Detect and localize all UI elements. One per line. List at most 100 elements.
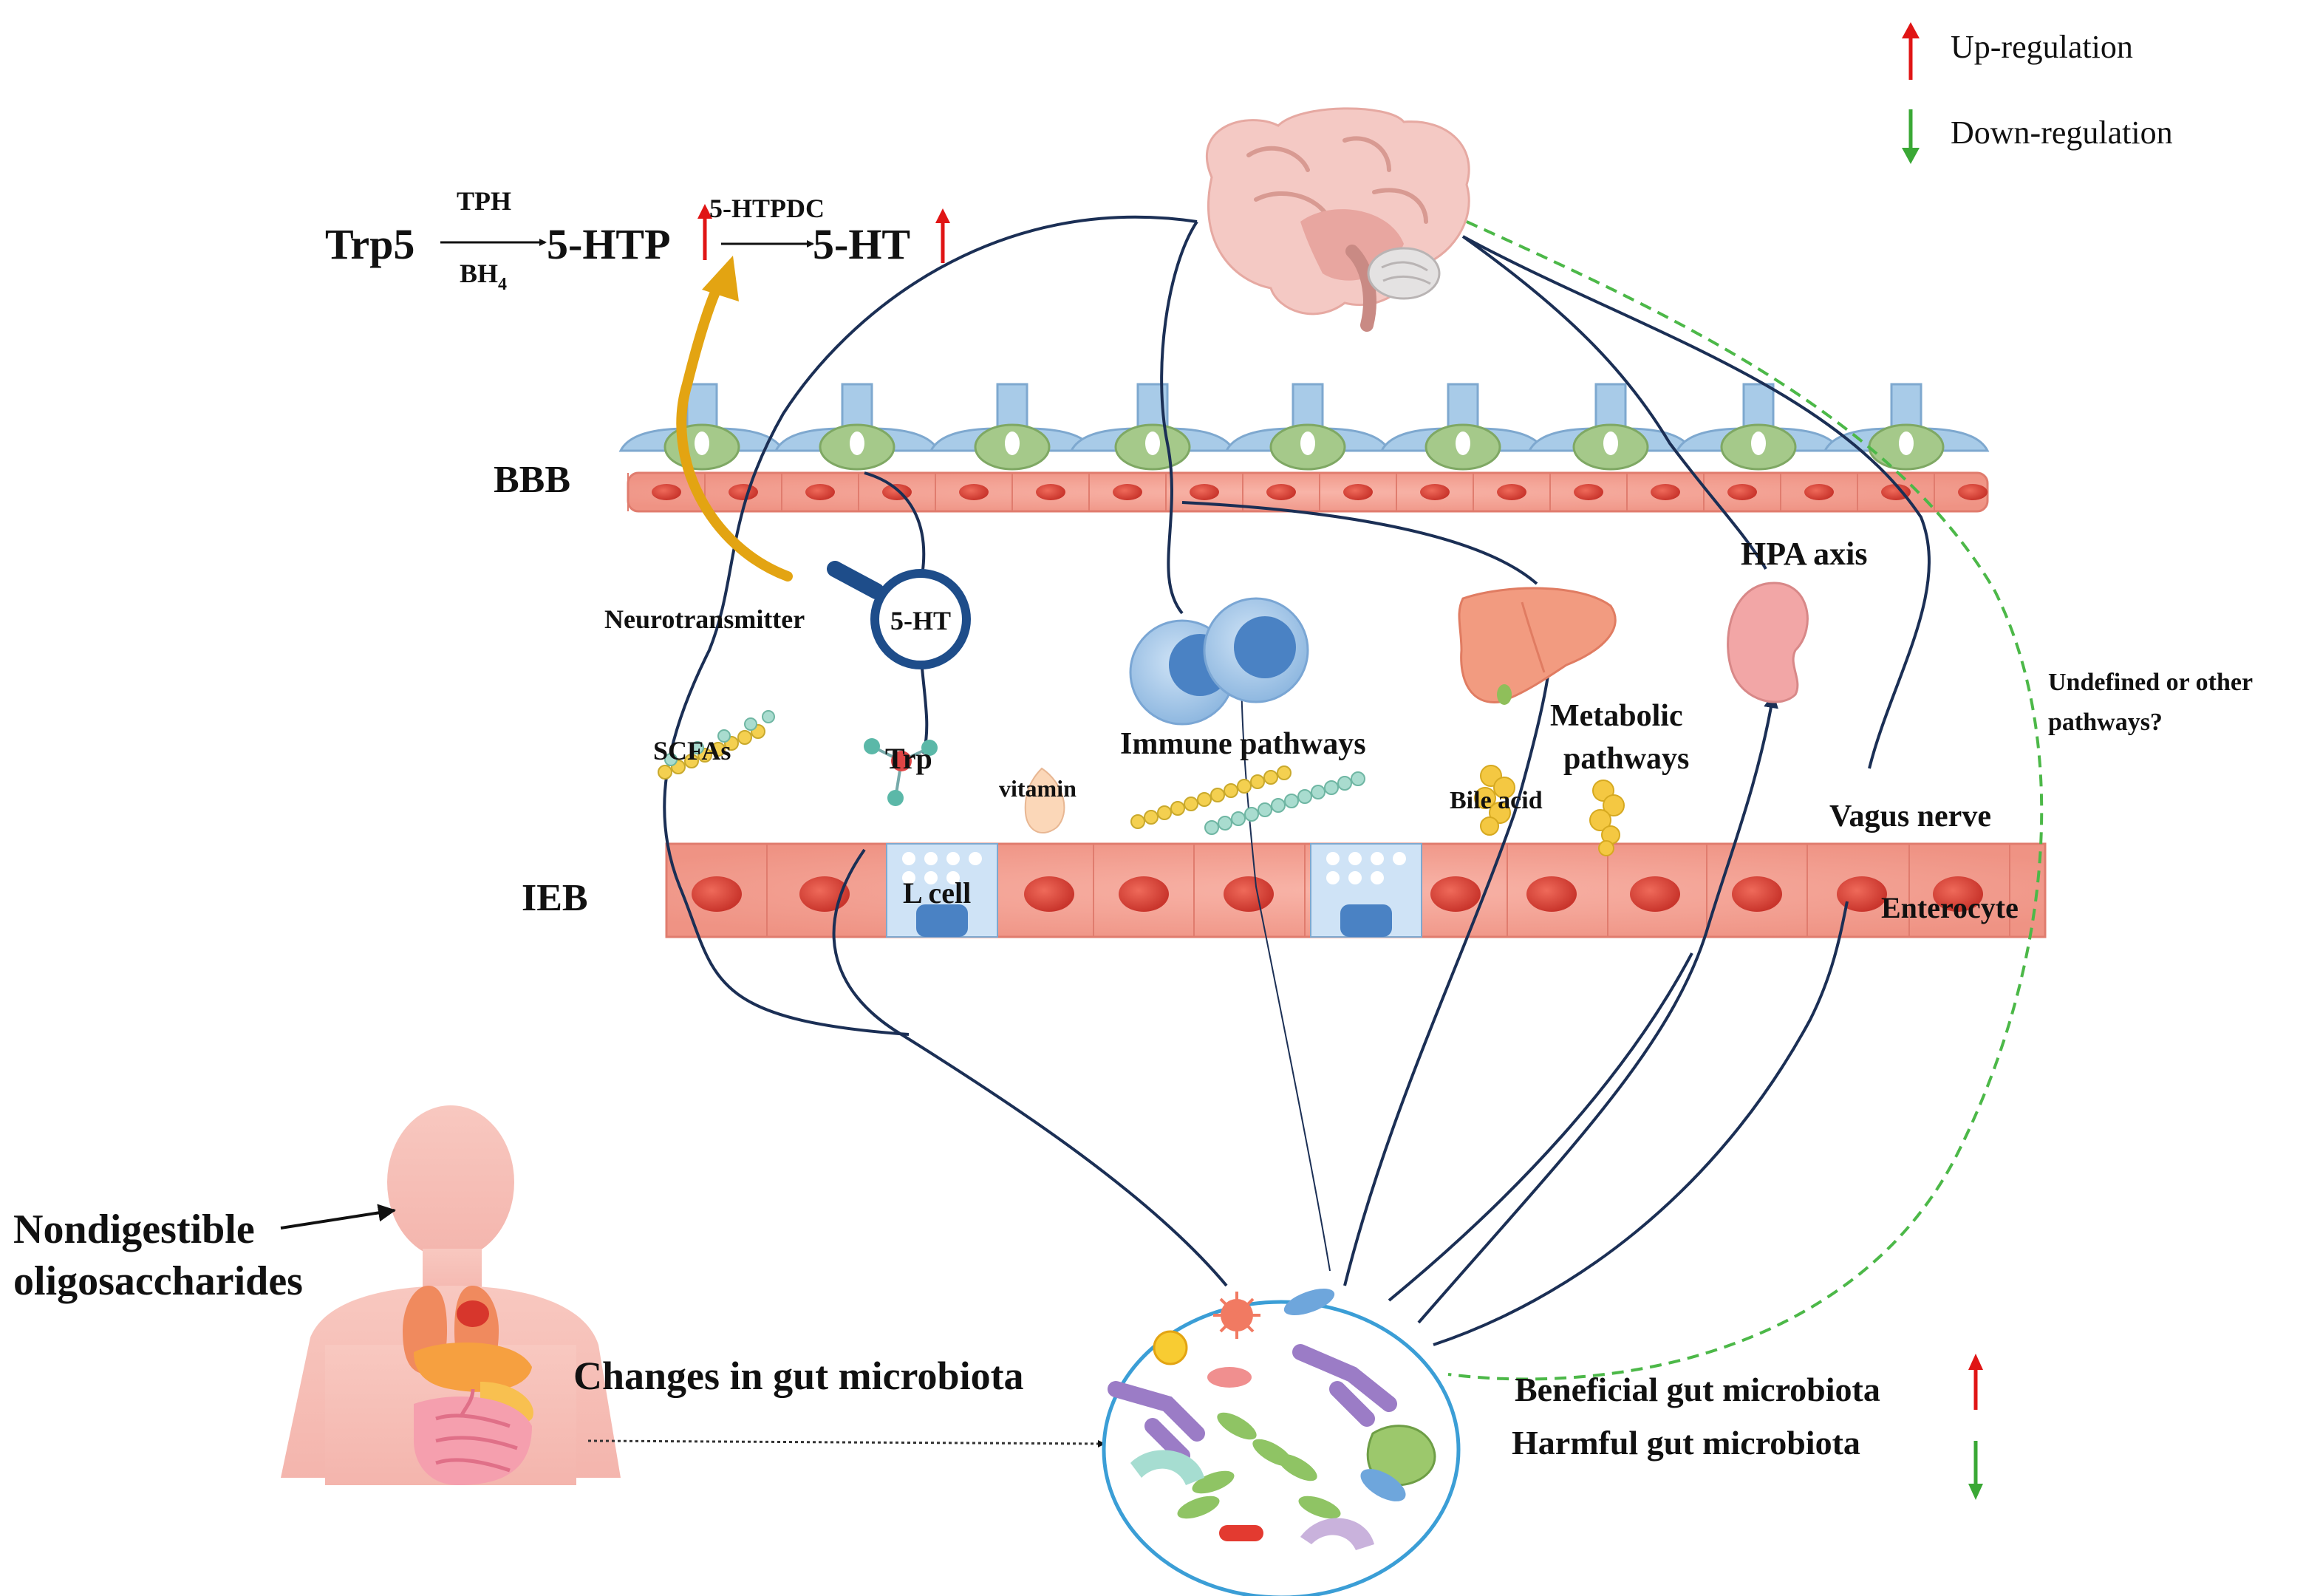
endothelial-nucleus: [1958, 484, 1988, 500]
enterocyte-nucleus: [692, 876, 742, 912]
trp-molecule-icon: [864, 738, 938, 806]
metabolic2-to-microbiota-line: [1388, 952, 1693, 1302]
scfa-molecule-icon: [658, 710, 775, 780]
endothelial-nucleus: [1574, 484, 1603, 500]
bbb-cell-unit: [1675, 383, 1842, 471]
undefined-label-line2: pathways?: [2048, 709, 2163, 736]
endothelial-nucleus: [1804, 484, 1834, 500]
beneficial-up-arrow-icon: [1968, 1354, 1983, 1410]
endothelial-nucleus: [805, 484, 835, 500]
enterocyte-nucleus: [1024, 876, 1074, 912]
metabolic-to-microbiota-line: [1343, 634, 1559, 1286]
serotonin-synthesis-pathway: Trp5 TPH BH4 5-HTP 5-HTPDC 5-HT: [325, 186, 950, 294]
harmful-down-arrow-icon: [1968, 1441, 1983, 1500]
endothelial-nucleus: [1113, 484, 1142, 500]
changes-label: Changes in gut microbiota: [573, 1354, 1024, 1398]
enterocyte-nucleus: [1526, 876, 1577, 912]
hpa-axis-label: HPA axis: [1741, 536, 1868, 572]
bbb-endothelial-row: [627, 471, 1989, 513]
up-arrow-icon: [1902, 22, 1920, 80]
pathway-intermediate: 5-HTP: [547, 220, 671, 268]
immune-path-line: [1160, 220, 1198, 615]
endothelial-nucleus: [1651, 484, 1680, 500]
endothelial-nucleus: [959, 484, 989, 500]
immune-cells-icon: [1129, 597, 1309, 726]
bbb-cell-unit: [1224, 383, 1391, 471]
bbb-cell-unit: [618, 383, 785, 471]
nondigestible-label-line2: oligosaccharides: [13, 1258, 303, 1304]
ieb-epithelial-row: [665, 842, 2047, 938]
endothelial-nucleus: [1420, 484, 1450, 500]
bbb-cell-unit: [1069, 383, 1236, 471]
scfas-label: SCFAs: [653, 736, 731, 765]
enterocyte-label: Enterocyte: [1881, 891, 2019, 924]
pathway-enzyme2: 5-HTPDC: [709, 194, 825, 223]
bbb-astrocyte-row: [618, 383, 1990, 471]
endothelial-nucleus: [1266, 484, 1296, 500]
endothelial-nucleus: [652, 484, 681, 500]
vagus-path-line: [1462, 235, 1931, 769]
fiber-molecules-icon: [1130, 765, 1365, 835]
legend-down-label: Down-regulation: [1951, 115, 2173, 151]
vitamin-label: vitamin: [999, 775, 1077, 802]
l-cell-icon: [1310, 843, 1422, 938]
bile-acid-icon: [1474, 765, 1625, 856]
endothelial-nucleus: [1036, 484, 1065, 500]
dotted-arrow-to-microbiota: [587, 1439, 1105, 1447]
vagus-nerve-label: Vagus nerve: [1829, 799, 1991, 833]
human-figure-icon: [281, 1105, 621, 1485]
endothelial-nucleus: [1343, 484, 1373, 500]
enterocyte-nucleus: [1630, 876, 1680, 912]
undefined-label-line1: Undefined or other: [2048, 669, 2253, 696]
endothelial-nucleus: [1497, 484, 1526, 500]
hpa-path-line: [1461, 235, 1767, 570]
harmful-label: Harmful gut microbiota: [1512, 1424, 1860, 1462]
serotonin-badge: [827, 561, 971, 669]
bbb-cell-unit: [1379, 383, 1546, 471]
neurotransmitter-path-line: [663, 215, 1198, 1036]
l-cell-label: L cell: [903, 876, 971, 910]
legend-up-label: Up-regulation: [1951, 29, 2133, 65]
bbb-cell-unit: [1823, 383, 1990, 471]
vagus-to-microbiota-line: [1433, 901, 1849, 1346]
hpa-to-microbiota-line: [1417, 693, 1778, 1324]
metabolic-label-line2: pathways: [1563, 742, 1689, 776]
adrenal-kidney-icon: [1727, 582, 1809, 703]
liver-icon: [1458, 587, 1617, 705]
trp-label: Trp: [885, 742, 932, 775]
microbiota-circle: [1102, 1288, 1461, 1596]
bbb-label: BBB: [494, 459, 570, 501]
intermediate-up-arrow-icon: [697, 204, 712, 260]
ieb-label: IEB: [522, 877, 588, 919]
enterocyte-nucleus: [1933, 876, 1983, 912]
enterocyte-nucleus: [1224, 876, 1274, 912]
undefined-pathway-dashed-line: [1447, 220, 2044, 1381]
connection-lines: [663, 215, 1931, 1346]
l-cell-icon: [886, 843, 998, 938]
endothelial-nucleus: [1190, 484, 1219, 500]
serotonin-badge-link: [864, 471, 926, 584]
bbb-cell-unit: [1527, 383, 1694, 471]
endothelial-nucleus: [729, 484, 758, 500]
serotonin-badge-label: 5-HT: [890, 606, 951, 635]
immune-pathways-label: Immune pathways: [1120, 727, 1366, 761]
pathway-enzyme1: TPH: [457, 186, 511, 216]
enterocyte-nucleus: [1119, 876, 1169, 912]
ingestion-arrow: [280, 1204, 396, 1230]
product-up-arrow-icon: [935, 208, 950, 263]
down-arrow-icon: [1902, 109, 1920, 164]
endothelial-nucleus: [1727, 484, 1757, 500]
nondigestible-label-line1: Nondigestible: [13, 1207, 255, 1252]
legend: Up-regulation Down-regulation: [1902, 22, 2173, 164]
neurotransmitter-label: Neurotransmitter: [604, 604, 805, 634]
vitamin-icon: [1024, 767, 1065, 834]
enterocyte-nucleus: [1430, 876, 1481, 912]
metabolic-label-line1: Metabolic: [1550, 699, 1683, 733]
pathway-substrate: Trp5: [325, 220, 414, 268]
enterocyte-nucleus: [1732, 876, 1782, 912]
enterocyte-nucleus: [1837, 876, 1887, 912]
brain-icon: [1206, 107, 1470, 332]
endothelial-nucleus: [882, 484, 912, 500]
endothelial-nucleus: [1881, 484, 1911, 500]
